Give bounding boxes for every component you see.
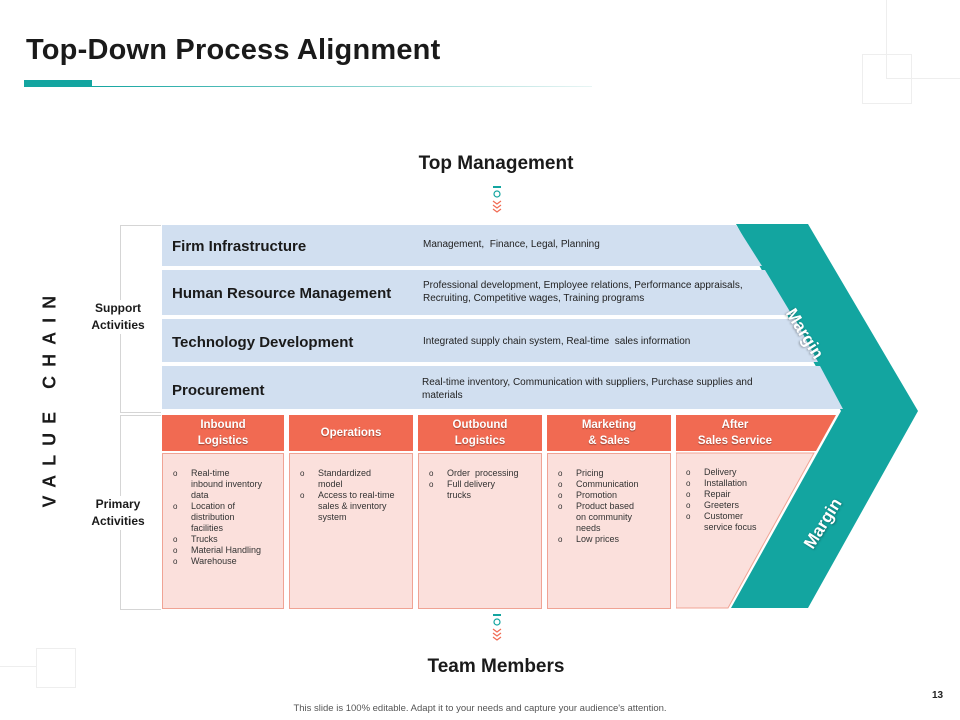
support-row-description: Integrated supply chain system, Real-tim… <box>423 336 691 347</box>
support-row-title: Firm Infrastructure <box>172 238 307 255</box>
primary-col-body: Pricing Communication Promotion Product … <box>547 453 671 609</box>
footer-note: This slide is 100% editable. Adapt it to… <box>293 703 667 714</box>
list-item: Low prices <box>558 534 664 545</box>
support-row-description: Real-time inventory, Communication with … <box>422 377 753 401</box>
primary-col-after-sales-service: After Sales Service Delivery Installatio… <box>676 415 836 609</box>
primary-col-marketing-sales: Marketing & Sales Pricing Communication … <box>547 415 671 609</box>
list-item: Location of distribution facilities <box>173 501 263 534</box>
list-item: Greeters <box>686 500 766 511</box>
page-number: 13 <box>932 690 944 701</box>
list-item: Promotion <box>558 490 664 501</box>
support-row-hr-management: Human Resource Management Professional d… <box>162 270 782 315</box>
support-row-title: Human Resource Management <box>172 285 392 302</box>
list-item: Installation <box>686 478 766 489</box>
list-item: Pricing <box>558 468 664 479</box>
primary-activities-label: Primary Activities <box>78 496 158 530</box>
decor-line-bottom <box>0 666 36 667</box>
primary-col-body: Real-time inbound inventory data Locatio… <box>162 453 284 609</box>
list-item: Real-time inbound inventory data <box>173 468 263 501</box>
support-row-description: Management, Finance, Legal, Planning <box>423 239 600 250</box>
list-item: Trucks <box>173 534 277 545</box>
decor-square-top <box>862 54 912 104</box>
support-row-technology-development: Technology Development Integrated supply… <box>162 319 802 362</box>
list-item: Product based on community needs <box>558 501 646 534</box>
decor-line-top-h <box>886 78 960 79</box>
title-underline <box>92 86 592 87</box>
list-item: Access to real-time sales & inventory sy… <box>300 490 396 523</box>
primary-col-body: Standardized model Access to real-time s… <box>289 453 413 609</box>
primary-col-header: Inbound Logistics <box>162 415 284 451</box>
list-item: Order processing <box>429 468 535 479</box>
primary-col-header: After Sales Service <box>697 419 773 447</box>
primary-col-operations: Operations Standardized model Access to … <box>289 415 413 609</box>
up-arrow-icon-bottom <box>492 614 502 641</box>
support-row-title: Technology Development <box>172 334 354 351</box>
after-sales-list: Delivery Installation Repair Greeters Cu… <box>676 453 772 533</box>
support-row-procurement: Procurement Real-time inventory, Communi… <box>162 366 822 409</box>
support-activities-label: Support Activities <box>78 300 158 334</box>
decor-square-bottom <box>36 648 76 688</box>
down-arrow-icon-top <box>492 186 502 213</box>
top-management-label: Top Management <box>418 153 574 174</box>
support-row-firm-infrastructure: Firm Infrastructure Management, Finance,… <box>162 225 762 266</box>
primary-col-header: Outbound Logistics <box>418 415 542 451</box>
list-item: Customer service focus <box>686 511 766 533</box>
primary-col-header: Marketing & Sales <box>547 415 671 451</box>
support-row-description: Professional development, Employee relat… <box>423 280 743 304</box>
slide-title: Top-Down Process Alignment <box>26 34 441 66</box>
list-item: Standardized model <box>300 468 378 490</box>
primary-col-header: Operations <box>289 415 413 451</box>
list-item: Repair <box>686 489 766 500</box>
title-accent-bar <box>24 80 92 87</box>
team-members-label: Team Members <box>427 656 565 677</box>
support-row-title: Procurement <box>172 382 265 399</box>
list-item: Material Handling <box>173 545 277 556</box>
list-item: Full delivery trucks <box>429 479 503 501</box>
primary-col-outbound-logistics: Outbound Logistics Order processing Full… <box>418 415 542 609</box>
primary-col-body: Order processing Full delivery trucks <box>418 453 542 609</box>
list-item: Warehouse <box>173 556 277 567</box>
list-item: Communication <box>558 479 664 490</box>
list-item: Delivery <box>686 467 766 478</box>
decor-line-top <box>886 0 887 78</box>
primary-col-inbound-logistics: Inbound Logistics Real-time inbound inve… <box>162 415 284 609</box>
